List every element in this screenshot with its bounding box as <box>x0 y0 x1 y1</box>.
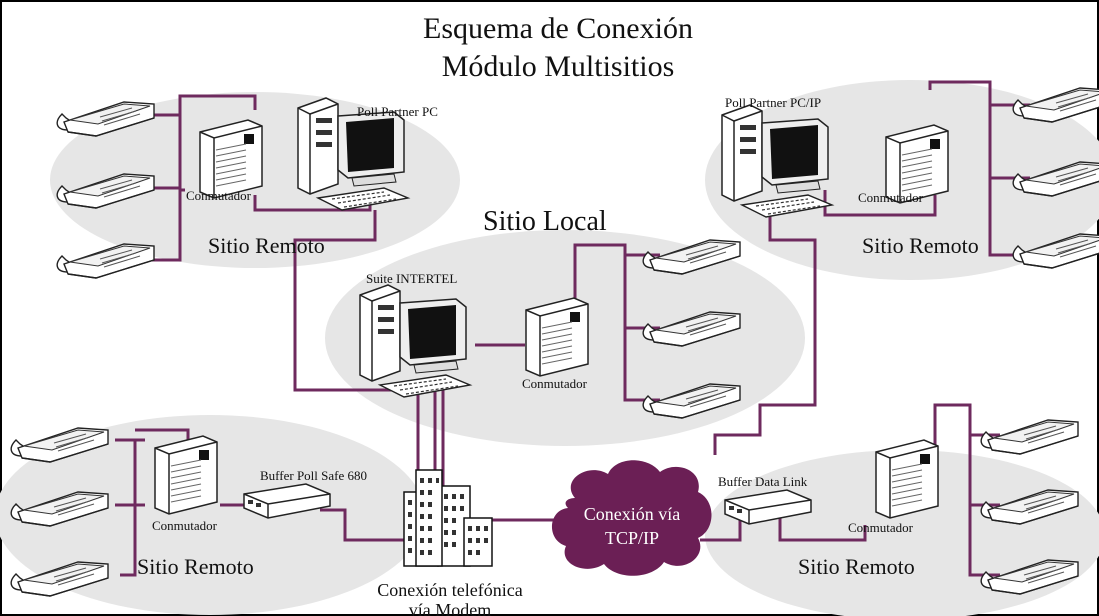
label-sitio-remoto-tr: Sitio Remoto <box>862 233 979 258</box>
site-bottom-right-area <box>705 450 1099 616</box>
label-conmutador-bl: Conmutador <box>152 518 218 533</box>
label-sitio-remoto-bl: Sitio Remoto <box>137 554 254 579</box>
label-conmutador-tl: Conmutador <box>186 188 252 203</box>
label-poll-partner-pc: Poll Partner PC <box>357 104 438 119</box>
cloud-icon <box>551 460 712 576</box>
label-phone-connection-line1: Conexión telefónica <box>377 580 522 600</box>
label-suite-intertel: Suite INTERTEL <box>366 271 457 286</box>
building-modem-icon <box>403 469 493 567</box>
switch-icon <box>525 297 589 377</box>
label-conmutador-local: Conmutador <box>522 376 588 391</box>
label-conmutador-tr: Conmutador <box>858 190 924 205</box>
switch-icon <box>154 435 218 515</box>
cloud-label-line2: TCP/IP <box>605 528 659 548</box>
label-sitio-local: Sitio Local <box>483 206 607 237</box>
diagram-title-line1: Esquema de Conexión <box>423 12 693 45</box>
label-phone-connection-line2: vía Modem <box>409 600 492 616</box>
label-sitio-remoto-tl: Sitio Remoto <box>208 233 325 258</box>
label-buffer-data-link: Buffer Data Link <box>718 474 808 489</box>
label-conmutador-br: Conmutador <box>848 520 914 535</box>
label-buffer-poll-safe: Buffer Poll Safe 680 <box>260 468 367 483</box>
cloud-label-line1: Conexión vía <box>584 504 681 524</box>
switch-icon <box>875 439 939 519</box>
label-poll-partner-pcip: Poll Partner PC/IP <box>725 95 821 110</box>
switch-icon <box>199 119 263 199</box>
diagram-title-line2: Módulo Multisitios <box>442 50 675 83</box>
label-sitio-remoto-br: Sitio Remoto <box>798 554 915 579</box>
